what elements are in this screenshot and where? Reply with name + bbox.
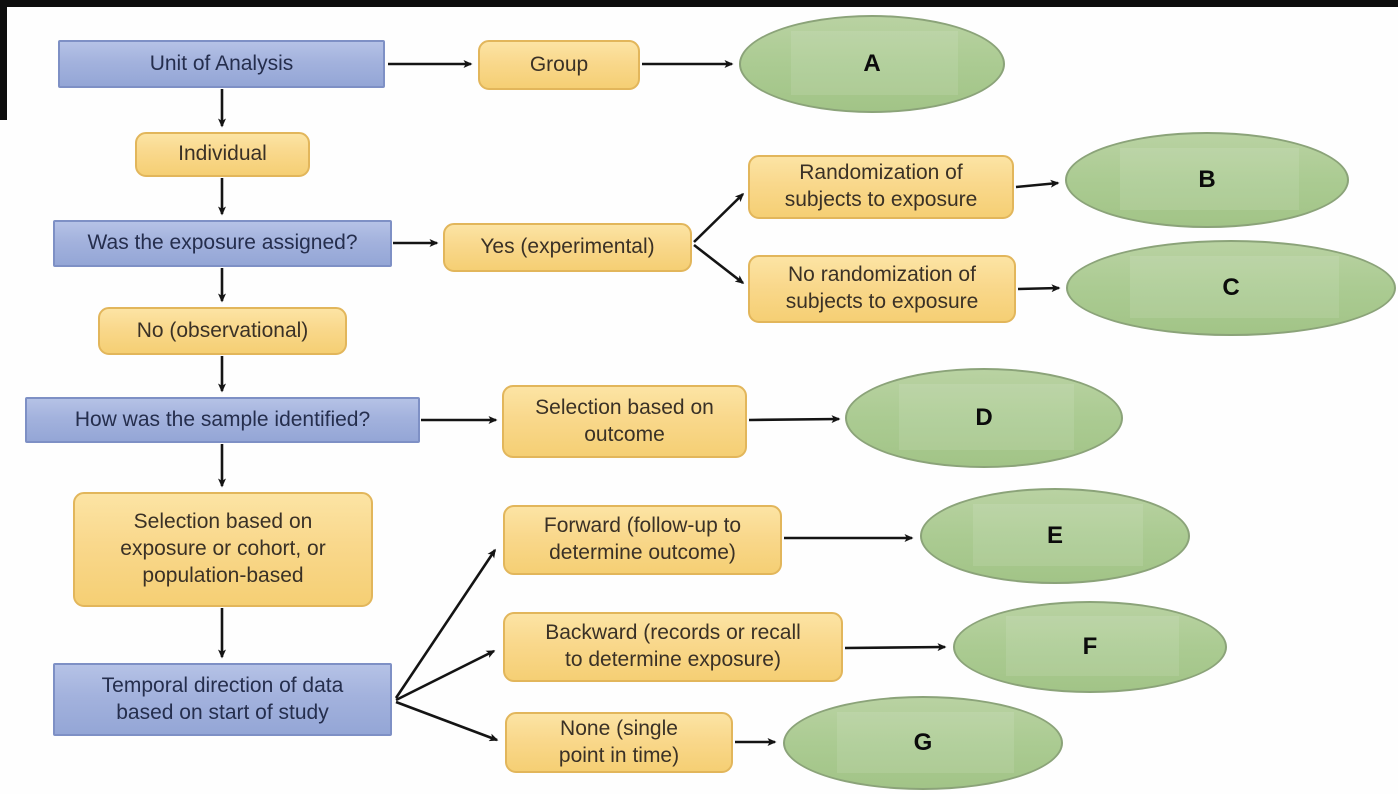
node-randomization: Randomization of subjects to exposure	[748, 155, 1014, 219]
node-yes-experimental: Yes (experimental)	[443, 223, 692, 272]
terminal-label: E	[1046, 522, 1063, 549]
node-label: No (observational)	[136, 318, 309, 342]
arrow-backward-to-F	[844, 643, 947, 652]
terminal-ellipse-B: B	[1065, 132, 1349, 228]
arrow-temporal-direction-to-forward	[394, 548, 497, 699]
node-how-sample-identified: How was the sample identified?	[25, 397, 420, 443]
node-group: Group	[478, 40, 640, 90]
node-label: Temporal direction of data based on star…	[101, 673, 344, 724]
node-label: Yes (experimental)	[480, 235, 655, 259]
node-label: Forward (follow-up to determine outcome)	[543, 514, 742, 564]
node-label: Selection based on exposure or cohort, o…	[120, 510, 326, 587]
node-individual: Individual	[135, 132, 310, 177]
arrow-temporal-direction-to-none-single-point	[395, 700, 499, 742]
node-label: Was the exposure assigned?	[87, 231, 358, 255]
node-forward: Forward (follow-up to determine outcome)	[503, 505, 782, 575]
node-selection-exposure: Selection based on exposure or cohort, o…	[73, 492, 373, 607]
arrow-no-randomization-to-C	[1017, 284, 1061, 293]
terminal-label: F	[1082, 633, 1098, 660]
node-none-single-point: None (single point in time)	[505, 712, 733, 773]
terminal-ellipse-D: D	[845, 368, 1123, 468]
terminal-ellipse-E: E	[920, 488, 1190, 584]
node-label: Individual	[178, 142, 267, 166]
scan-border-left	[0, 0, 7, 120]
node-label: Group	[529, 52, 589, 76]
node-backward: Backward (records or recall to determine…	[503, 612, 843, 682]
node-no-observational: No (observational)	[98, 307, 347, 355]
node-unit-of-analysis: Unit of Analysis	[58, 40, 385, 88]
node-label: How was the sample identified?	[74, 407, 371, 431]
terminal-label: D	[975, 404, 993, 431]
node-label: Selection based on outcome	[535, 395, 714, 446]
node-label: No randomization of subjects to exposure	[785, 263, 979, 313]
terminal-label: A	[863, 50, 881, 77]
arrow-temporal-direction-to-backward	[395, 649, 496, 702]
scan-border-top	[0, 0, 1398, 7]
node-label: Backward (records or recall to determine…	[545, 621, 801, 671]
arrow-yes-experimental-to-no-randomization	[693, 243, 745, 285]
node-was-exposure-assigned: Was the exposure assigned?	[53, 220, 392, 267]
node-label: Unit of Analysis	[149, 51, 294, 75]
node-no-randomization: No randomization of subjects to exposure	[748, 255, 1016, 323]
node-label: Randomization of subjects to exposure	[784, 161, 978, 211]
terminal-label: B	[1198, 166, 1216, 193]
arrow-randomization-to-B	[1015, 179, 1060, 189]
arrow-selection-outcome-to-D	[748, 415, 841, 424]
terminal-ellipse-F: F	[953, 601, 1227, 693]
node-label: None (single point in time)	[558, 716, 680, 767]
terminal-ellipse-C: C	[1066, 240, 1396, 336]
terminal-ellipse-G: G	[783, 696, 1063, 790]
node-temporal-direction: Temporal direction of data based on star…	[53, 663, 392, 736]
terminal-ellipse-A: A	[739, 15, 1005, 113]
terminal-label: C	[1222, 274, 1240, 301]
node-selection-outcome: Selection based on outcome	[502, 385, 747, 458]
arrow-yes-experimental-to-randomization	[693, 192, 745, 243]
terminal-label: G	[913, 729, 933, 756]
